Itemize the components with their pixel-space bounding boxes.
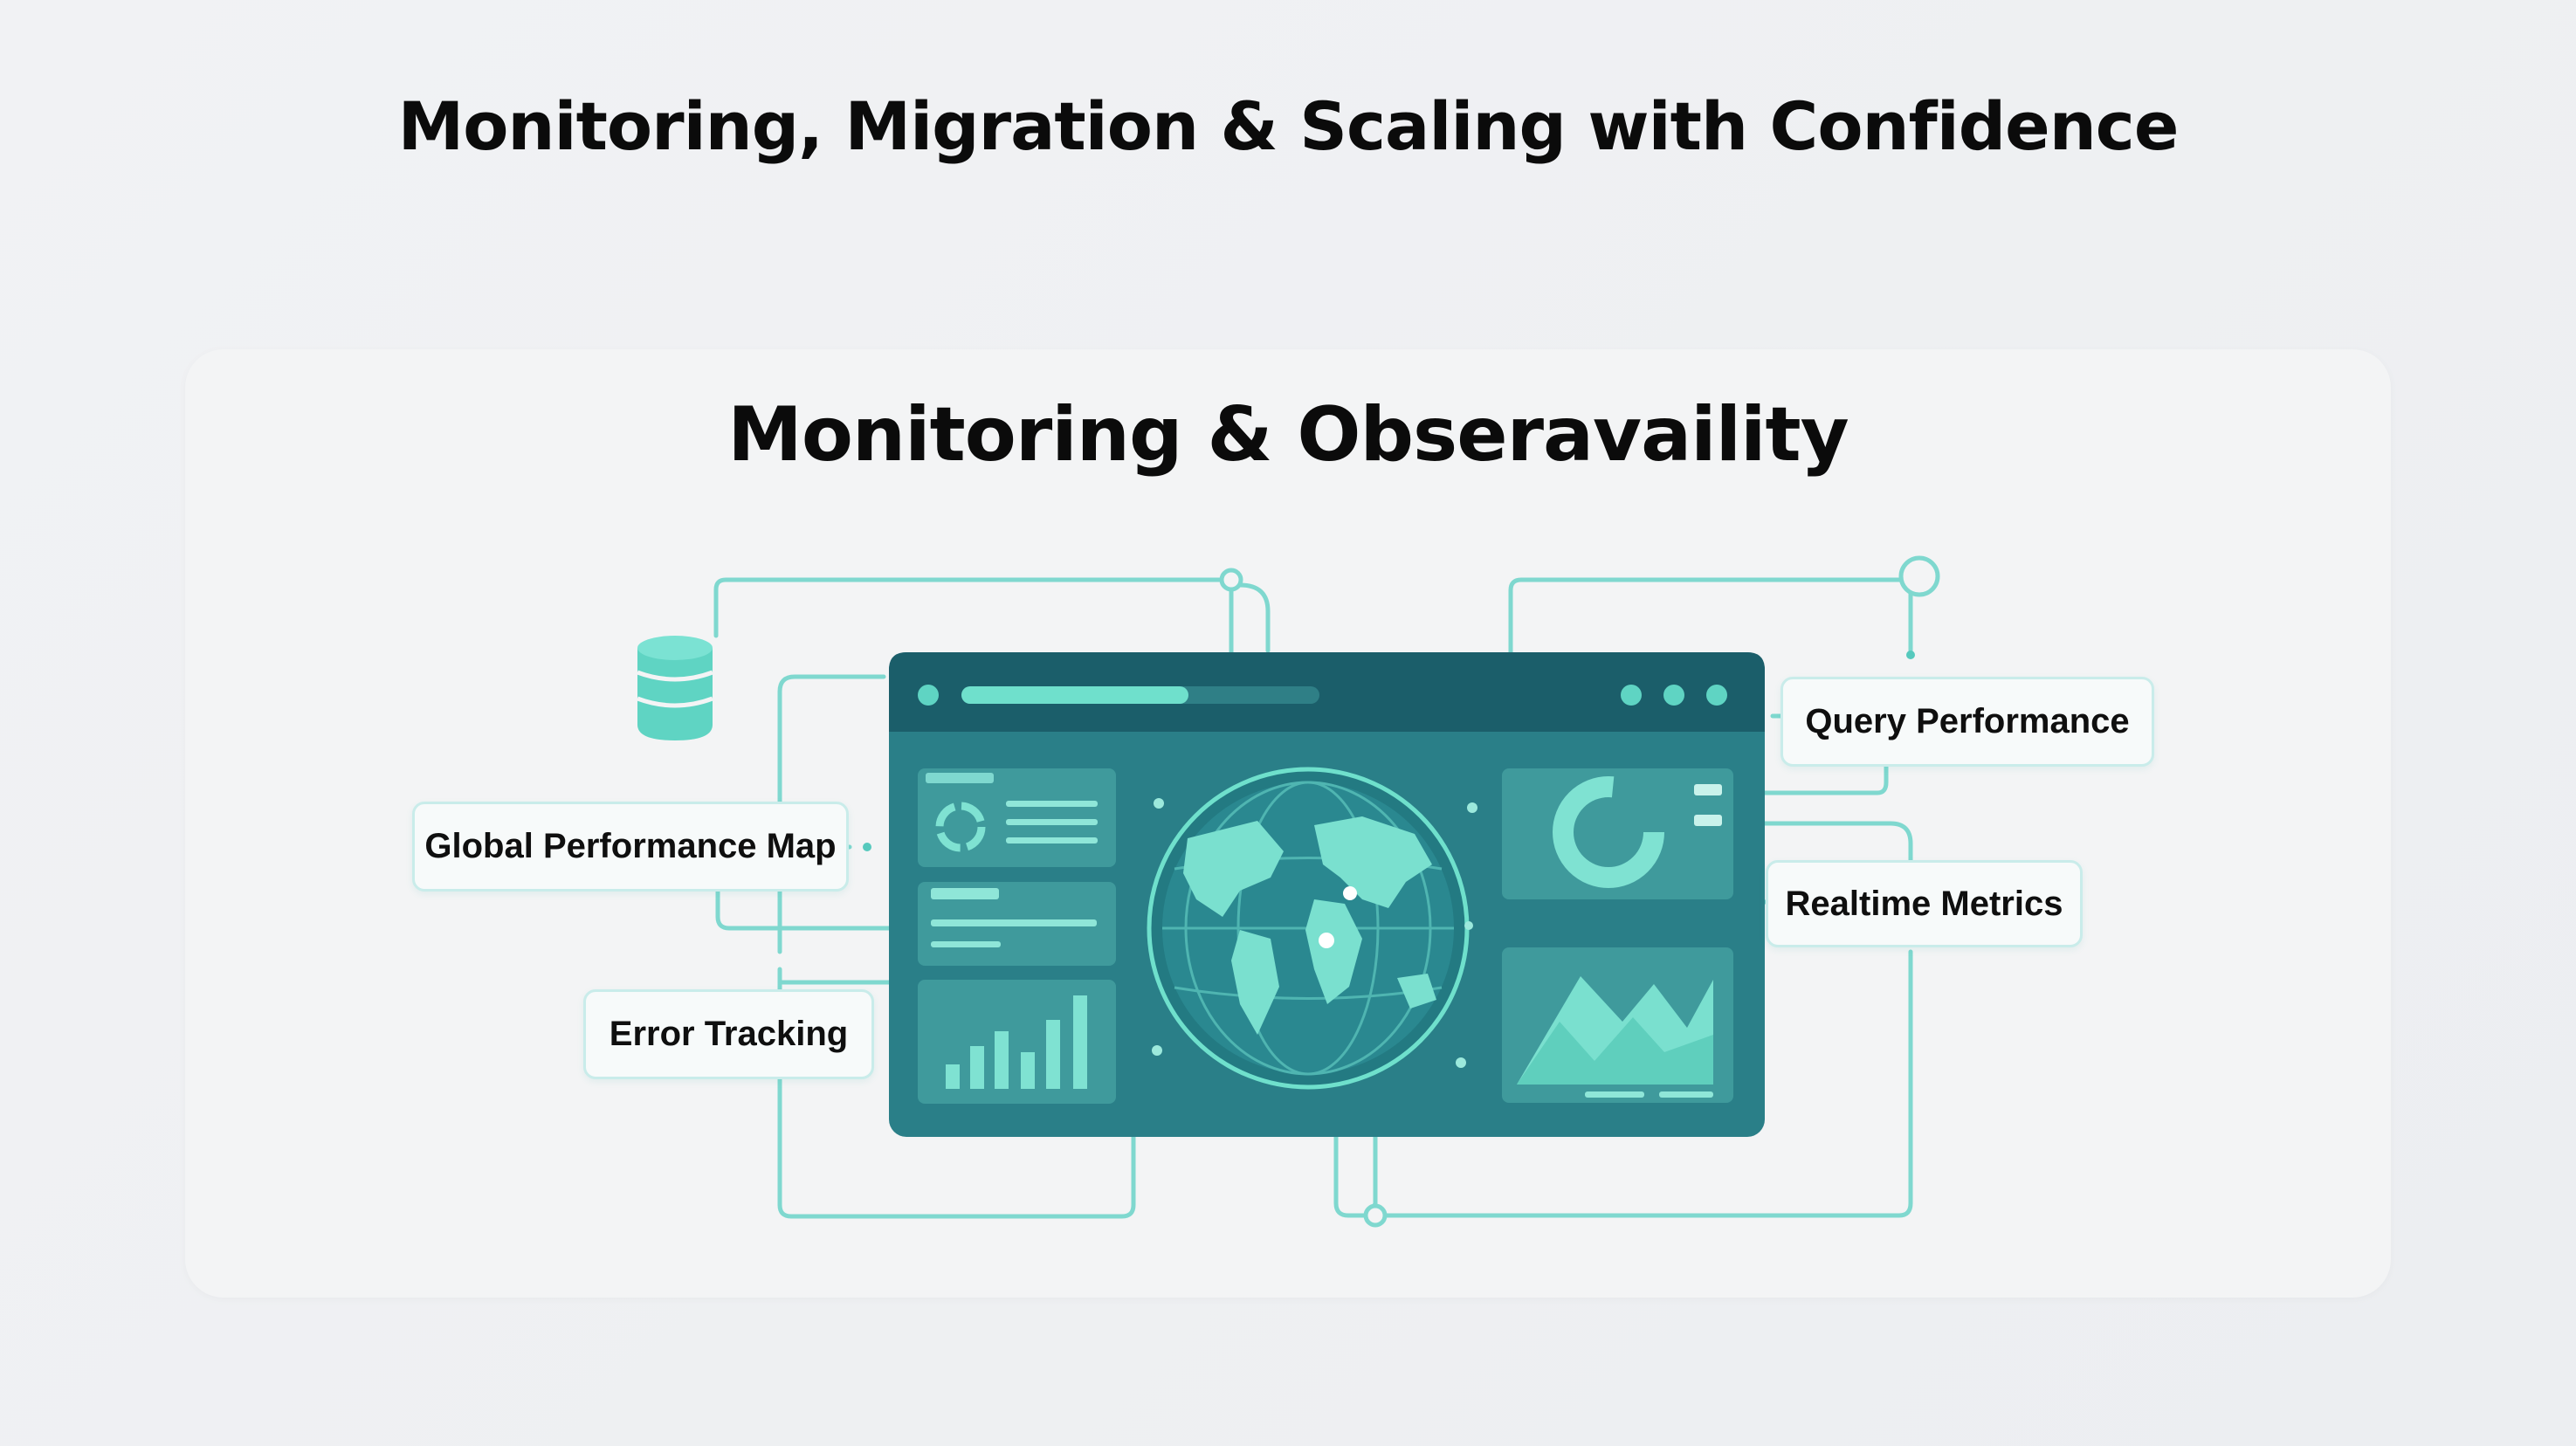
globe-dots xyxy=(1152,798,1477,1068)
globe-icon xyxy=(1147,767,1470,1090)
page-title: Monitoring, Migration & Scaling with Con… xyxy=(397,87,2180,165)
callout-query-performance: Query Performance xyxy=(1780,677,2154,767)
section-title: Monitoring & Obseravaility xyxy=(727,391,1849,479)
callout-error-tracking: Error Tracking xyxy=(583,989,874,1079)
donut-chart-icon xyxy=(1502,768,1733,899)
bar-chart-icon xyxy=(918,980,1116,1104)
area-chart-icon xyxy=(1502,947,1733,1103)
donut-list-panel xyxy=(918,768,1116,867)
callout-global-performance-map: Global Performance Map xyxy=(412,802,849,892)
text-list-panel xyxy=(918,882,1116,966)
connector-nodes xyxy=(1219,555,1940,1228)
database-icon xyxy=(637,636,713,740)
callout-realtime-metrics: Realtime Metrics xyxy=(1766,860,2083,947)
